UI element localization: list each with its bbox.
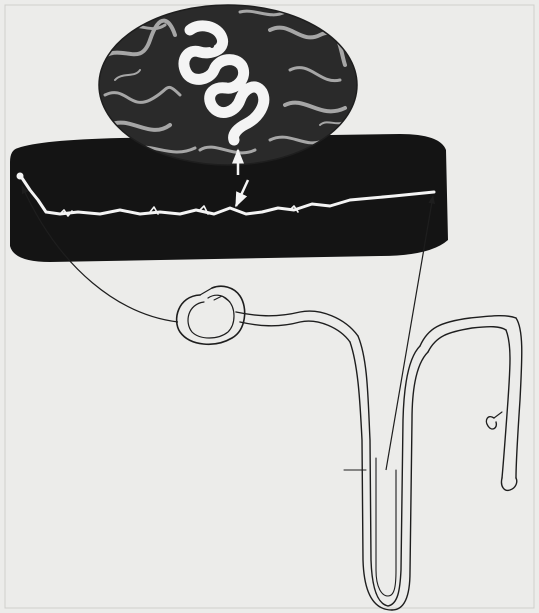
ascending-limb <box>388 346 428 610</box>
nephron-drawing <box>177 286 522 610</box>
bowmans-capsule <box>177 286 245 344</box>
descending-limb <box>350 336 392 610</box>
section-level-markers <box>344 458 376 470</box>
micrograph-inset <box>99 5 357 165</box>
proximal-tubule <box>236 311 358 342</box>
loop-of-henle-inner <box>376 470 396 596</box>
collecting-segment <box>486 318 521 490</box>
distal-arch <box>420 316 516 352</box>
